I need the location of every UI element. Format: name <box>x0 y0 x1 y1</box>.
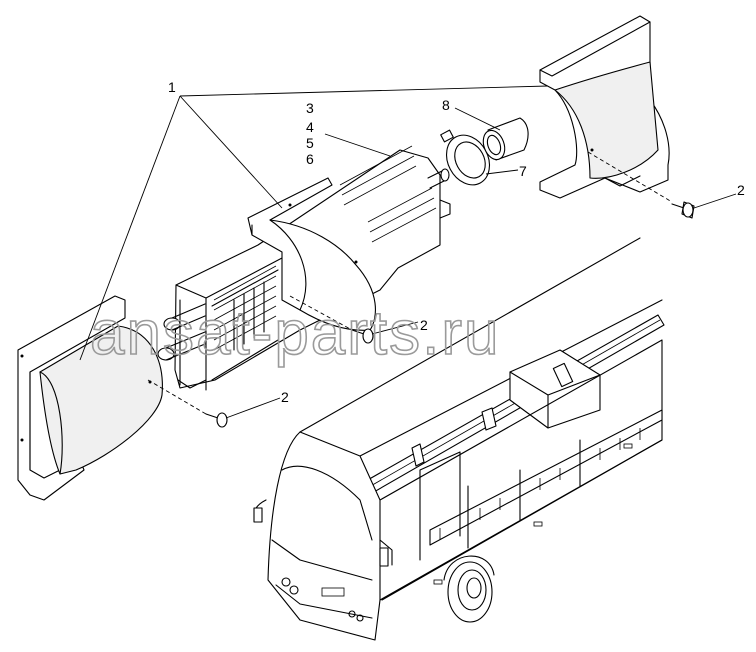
callout-2-right: 2 <box>737 182 745 198</box>
callout-7: 7 <box>519 163 527 179</box>
callout-8: 8 <box>442 97 450 113</box>
align-line-middle <box>289 295 353 331</box>
callout-2-middle: 2 <box>420 317 428 333</box>
align-line-right <box>587 151 673 203</box>
callout-2-left: 2 <box>281 389 289 405</box>
hose <box>482 117 529 161</box>
leader-lines <box>79 85 737 419</box>
screw-middle <box>351 328 374 344</box>
hose-clamp <box>440 129 491 186</box>
callout-5: 5 <box>306 135 314 151</box>
left-end-cover <box>17 295 163 501</box>
screw-right <box>671 201 695 219</box>
watermark: ansat-parts.ru <box>90 299 501 368</box>
callout-6: 6 <box>306 151 314 167</box>
middle-cover <box>247 177 376 331</box>
right-end-cover <box>539 15 670 199</box>
align-line-left <box>147 379 207 415</box>
callout-4: 4 <box>306 119 314 135</box>
bus-illustration <box>253 237 665 641</box>
screw-left <box>205 412 228 428</box>
callout-3: 3 <box>306 100 314 116</box>
callout-labels: 1 2 2 2 3 4 5 6 7 8 <box>168 79 745 405</box>
callout-1: 1 <box>168 79 176 95</box>
